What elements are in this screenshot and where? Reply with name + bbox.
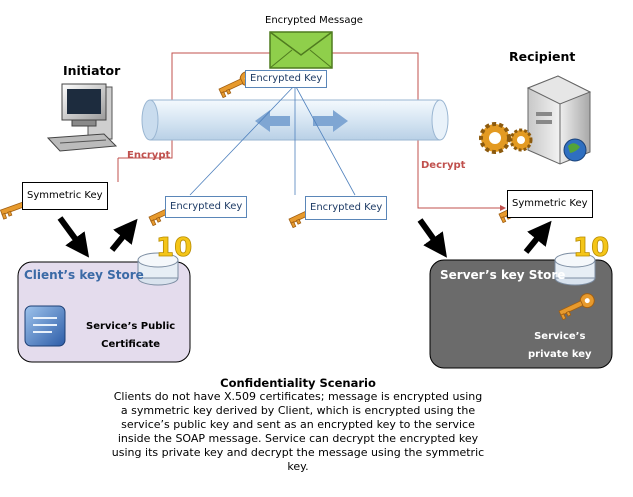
encrypted-key-box-top: Encrypted Key: [245, 70, 328, 88]
private-key-line-1: Service’s: [534, 331, 586, 342]
encrypted-key-box-left: Encrypted Key: [165, 196, 248, 218]
client-symmetric-key-box: Symmetric Key: [22, 182, 108, 210]
caption-line: Clients do not have X.509 certificates; …: [113, 390, 483, 403]
encrypt-label: Encrypt: [127, 150, 171, 161]
gears-icon: [479, 122, 533, 154]
service-public-certificate-label: Service’s Public Certificate: [86, 318, 175, 354]
caption-line: key.: [287, 460, 309, 473]
caption-line: a symmetric key derived by Client, which…: [120, 404, 476, 417]
bidirectional-arrow-icon: [255, 110, 348, 132]
cert-label-line-2: Certificate: [101, 339, 161, 350]
caption-title: Confidentiality Scenario: [220, 376, 376, 390]
server-key-store-title: Server’s key Store: [440, 268, 566, 282]
cert-label-line-1: Service’s Public: [86, 321, 176, 332]
computer-icon: [46, 83, 118, 152]
globe-icon: [563, 138, 587, 162]
server-symmetric-key-box: Symmetric Key: [507, 190, 593, 218]
private-key-line-2: private key: [528, 349, 592, 360]
caption-line: inside the SOAP message. Service can dec…: [117, 432, 479, 445]
caption: Confidentiality Scenario Clients do not …: [108, 376, 488, 474]
key-connector-lines: [189, 84, 356, 196]
certificate-icon: [24, 305, 66, 347]
encrypted-key-box-right: Encrypted Key: [305, 196, 388, 220]
client-key-store-title: Client’s key Store: [24, 268, 144, 282]
recipient-label: Recipient: [509, 49, 576, 64]
encrypted-message-label: Encrypted Message: [265, 15, 363, 26]
initiator-label: Initiator: [63, 63, 121, 78]
decrypt-label: Decrypt: [421, 160, 466, 171]
envelope-icon: [269, 31, 333, 69]
caption-line: using its private key and decrypt the me…: [111, 446, 485, 459]
server-key-store: [429, 259, 613, 369]
service-private-key-label: Service’s private key: [528, 328, 592, 364]
caption-line: service’s public key and sent as an encr…: [121, 418, 475, 431]
store-arrows: [57, 216, 552, 258]
